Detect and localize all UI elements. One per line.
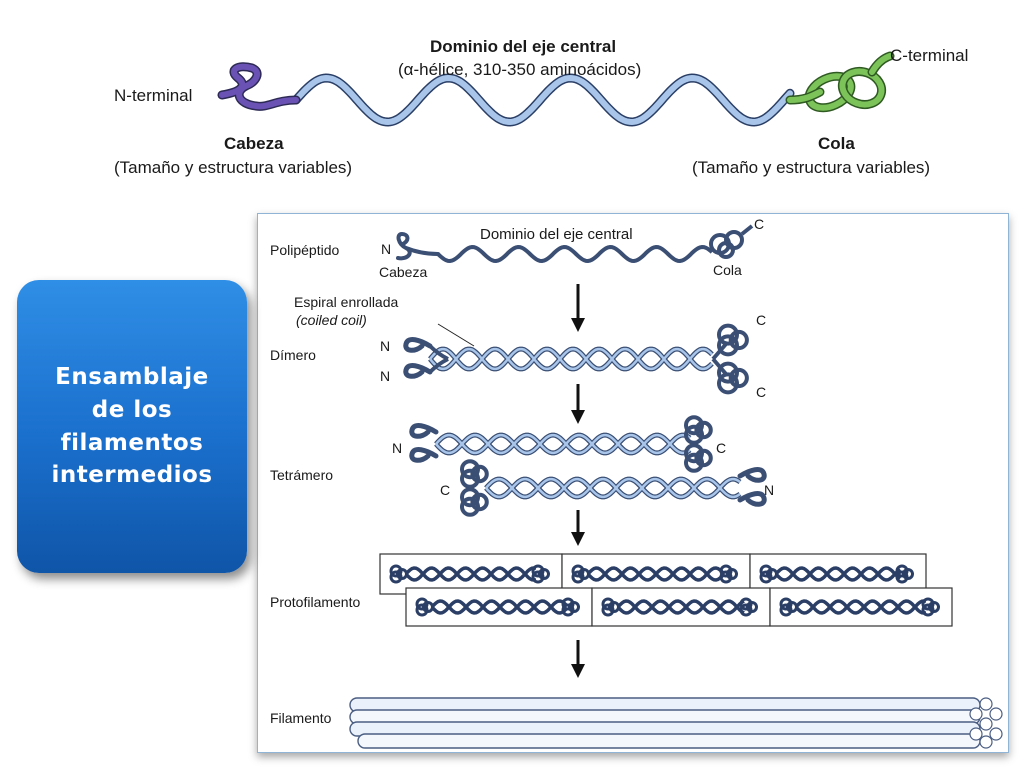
- polypeptide-chain: [436, 244, 714, 264]
- top-protein-diagram: [217, 51, 895, 127]
- coiled-coil-label-line2: (coiled coil): [296, 312, 367, 328]
- assembly-figure-graphic: [349, 224, 1003, 749]
- rod-domain-helix-fill: [293, 74, 793, 126]
- poly-c-label: C: [754, 216, 765, 232]
- tail-domain: [785, 51, 895, 113]
- head-note: (Tamaño y estructura variables): [114, 158, 353, 177]
- filament-structure: [349, 697, 1003, 749]
- stage-filament-label: Filamento: [270, 710, 332, 726]
- stage-polypeptide-label: Polipéptido: [270, 242, 340, 258]
- poly-tail-label: Cola: [713, 262, 742, 278]
- arrow-2: [571, 384, 585, 424]
- assembly-title-line-1: Ensamblaje: [55, 364, 209, 391]
- polypeptide-head: [396, 231, 440, 261]
- tail-label: Cola: [818, 134, 855, 153]
- arrow-4: [571, 640, 585, 678]
- top-subtitle: (α-hélice, 310-350 aminoácidos): [398, 60, 642, 79]
- assembly-title-line-3: filamentos: [60, 429, 204, 456]
- coiled-coil-label-line1: Espiral enrollada: [294, 294, 399, 310]
- protofilament-structure: [379, 553, 953, 627]
- assembly-title-box: Ensamblaje de los filamentos intermedios: [17, 280, 247, 573]
- assembly-figure-panel: Dominio del eje central Polipéptido N Ca…: [257, 213, 1009, 753]
- tetramer-n-right-label: N: [764, 482, 775, 498]
- assembly-title-line-2: de los: [91, 396, 173, 423]
- assembly-title-line-4: intermedios: [51, 462, 213, 489]
- dimer-structure: [403, 323, 749, 395]
- tail-note: (Tamaño y estructura variables): [692, 158, 931, 177]
- n-terminal-label: N-terminal: [114, 86, 193, 105]
- stage-tetramer-label: Tetrámero: [270, 467, 334, 483]
- dimer-c-bottom-label: C: [756, 384, 767, 400]
- tetramer-n-left-label: N: [392, 440, 403, 456]
- poly-head-label: Cabeza: [379, 264, 428, 280]
- tetramer-c-left-label: C: [440, 482, 451, 498]
- coiled-coil-pointer: [437, 323, 475, 347]
- dimer-n-bottom-label: N: [380, 368, 391, 384]
- head-domain-fill: [219, 63, 299, 110]
- dimer-n-top-label: N: [380, 338, 391, 354]
- assembly-title-text: Ensamblaje de los filamentos intermedios: [51, 361, 212, 492]
- top-title: Dominio del eje central: [430, 37, 617, 56]
- tetramer-structure: [409, 415, 767, 517]
- stage-protofilament-label: Protofilamento: [270, 594, 361, 610]
- central-domain-label: Dominio del eje central: [480, 226, 633, 243]
- arrow-3: [571, 510, 585, 546]
- tetramer-c-right-label: C: [716, 440, 727, 456]
- poly-n-label: N: [381, 241, 392, 257]
- dimer-c-top-label: C: [756, 312, 767, 328]
- stage-dimer-label: Dímero: [270, 347, 316, 363]
- head-label: Cabeza: [224, 134, 284, 153]
- c-terminal-label: C-terminal: [890, 46, 969, 65]
- polypeptide-tail: [709, 224, 754, 259]
- arrow-1: [571, 284, 585, 332]
